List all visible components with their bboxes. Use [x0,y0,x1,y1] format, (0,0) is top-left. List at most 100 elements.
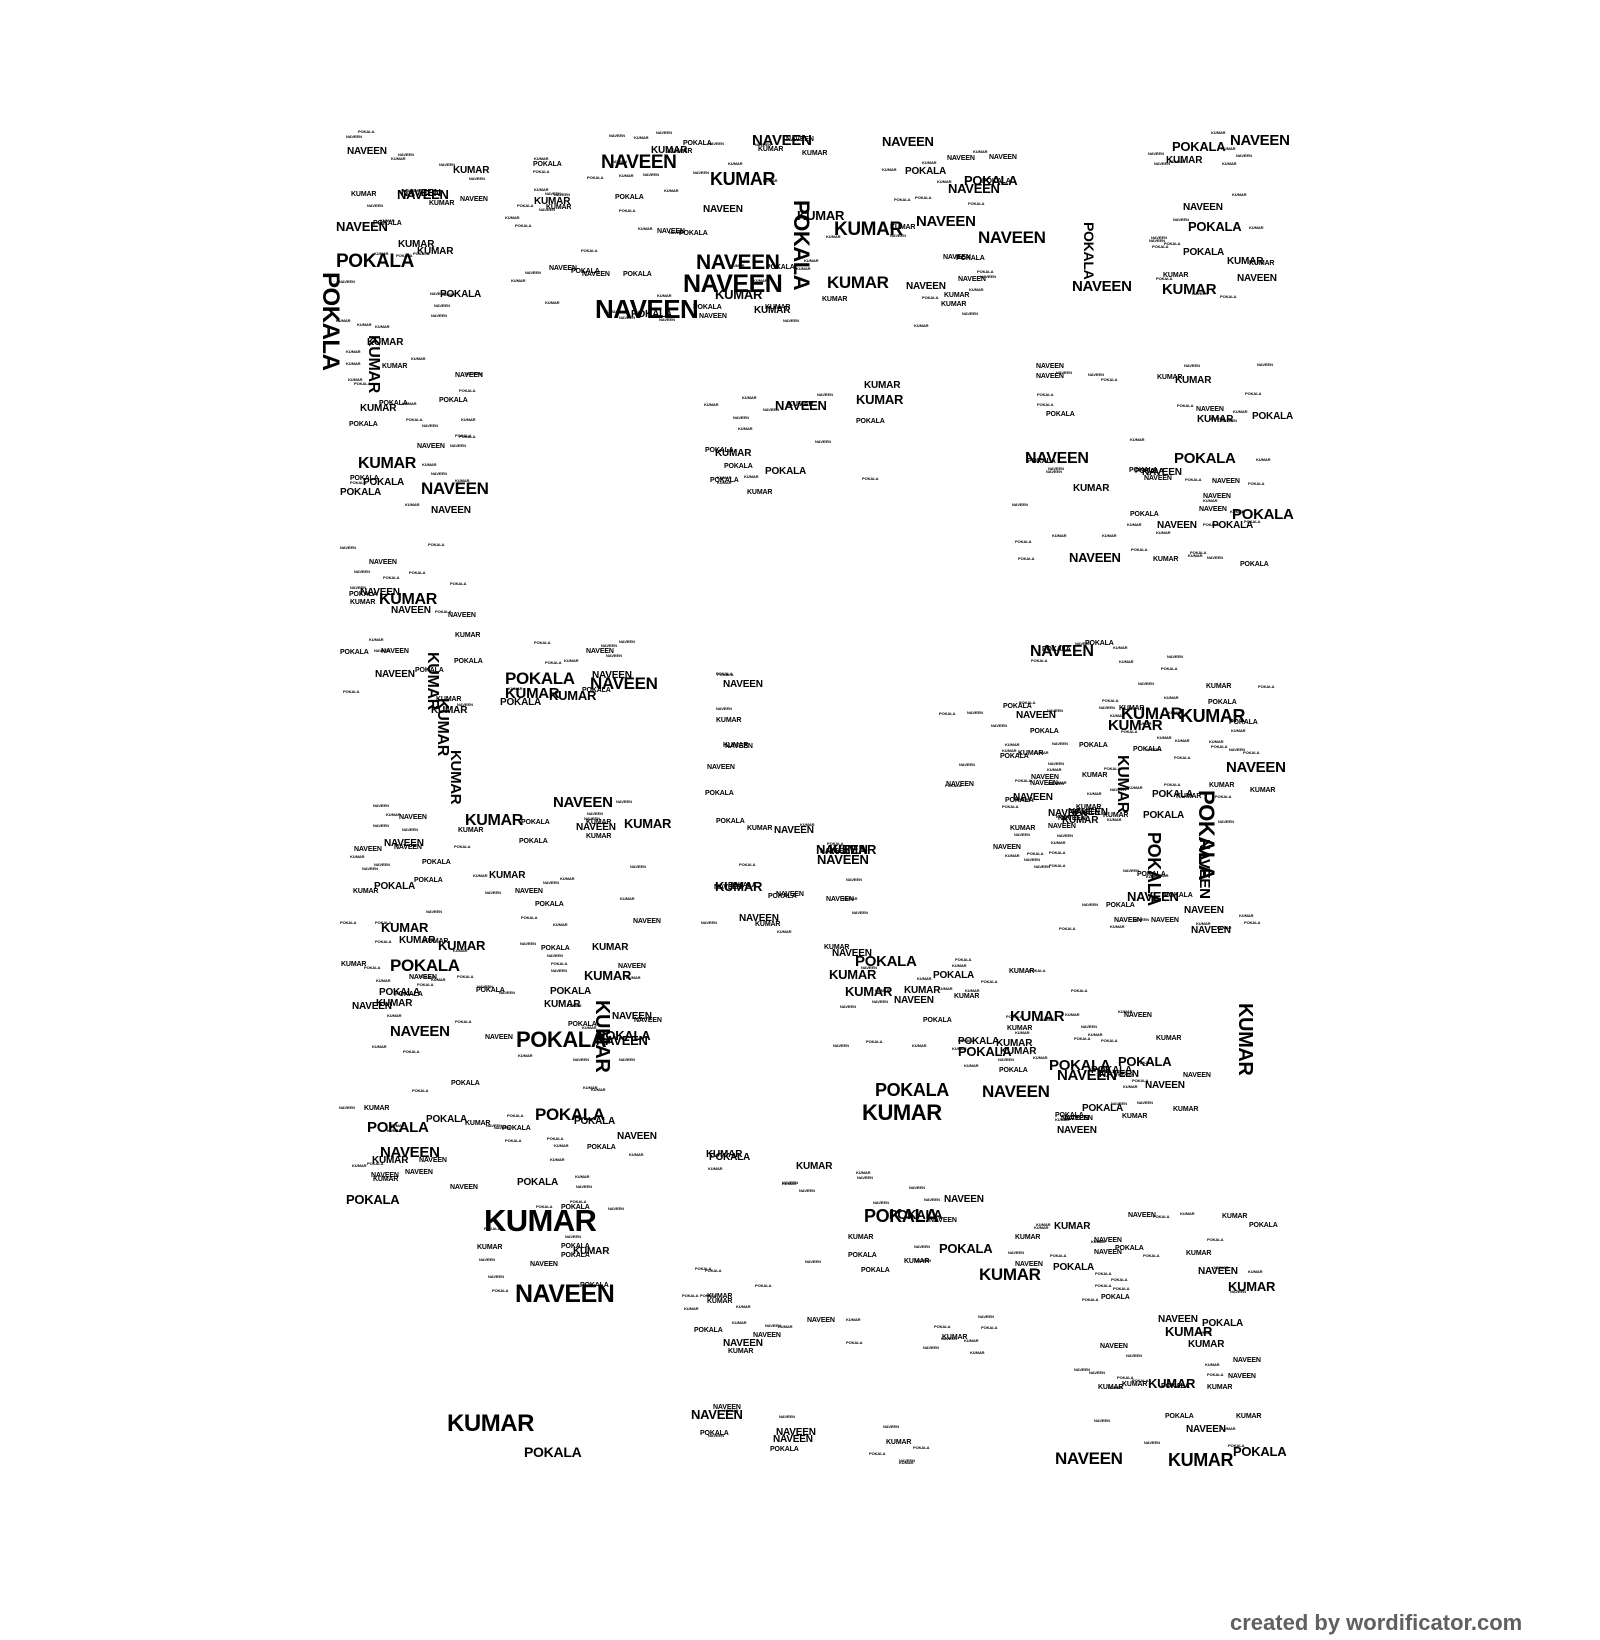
word-kumar: KUMAR [788,401,814,408]
word-pokala: POKALA [939,711,956,716]
word-naveen: NAVEEN [773,1434,813,1445]
word-kumar: KUMAR [399,935,436,946]
word-naveen: NAVEEN [402,827,418,832]
word-naveen: NAVEEN [1052,741,1068,746]
word-kumar: KUMAR [358,455,416,472]
word-naveen: NAVEEN [683,270,783,298]
word-kumar: KUMAR [944,292,970,299]
word-pokala: POKALA [875,1080,949,1100]
word-kumar: KUMAR [346,349,361,354]
word-pokala: POKALA [515,223,532,228]
word-pokala: POKALA [1165,1413,1194,1420]
word-naveen: NAVEEN [596,1033,648,1048]
word-kumar: KUMAR [1087,791,1102,796]
word-pokala: POKALA [534,640,551,645]
word-kumar: KUMAR [717,480,732,485]
word-naveen: NAVEEN [374,648,390,653]
word-pokala: POKALA [889,1207,943,1222]
word-naveen: NAVEEN [1212,478,1240,485]
word-kumar: KUMAR [657,293,672,298]
word-naveen: NAVEEN [1229,747,1245,752]
word-kumar: KUMAR [834,219,903,240]
word-pokala: POKALA [1131,547,1148,552]
word-naveen: NAVEEN [846,877,862,882]
word-pokala: POKALA [1207,1372,1224,1377]
word-kumar: KUMAR [970,1350,985,1355]
word-naveen: NAVEEN [817,392,833,397]
word-naveen: NAVEEN [833,1043,849,1048]
word-pokala: POKALA [1055,1112,1084,1119]
word-kumar: KUMAR [1034,1225,1049,1230]
word-kumar: KUMAR [455,632,481,639]
word-naveen: NAVEEN [515,1280,615,1308]
word-naveen: NAVEEN [890,233,906,238]
word-kumar: KUMAR [357,322,372,327]
word-naveen: NAVEEN [1151,917,1179,924]
word-naveen: NAVEEN [1230,1289,1246,1294]
word-kumar: KUMAR [753,278,768,283]
word-pokala: POKALA [955,957,972,962]
word-naveen: NAVEEN [1094,1249,1122,1256]
word-kumar: KUMAR [899,1460,914,1465]
word-naveen: NAVEEN [339,1105,355,1110]
word-pokala: POKALA [1207,1237,1224,1242]
word-kumar: KUMAR [758,146,784,153]
word-kumar: KUMAR [954,993,980,1000]
word-kumar: KUMAR [575,1174,590,1179]
word-kumar: KUMAR [1036,1222,1051,1227]
word-pokala: POKALA [373,220,402,227]
word-pokala: POKALA [922,295,939,300]
word-kumar: KUMAR [1148,1376,1196,1391]
word-naveen: NAVEEN [381,648,409,655]
word-pokala: POKALA [451,1080,480,1087]
word-kumar: KUMAR [875,988,890,993]
word-naveen: NAVEEN [998,1057,1014,1062]
word-naveen: NAVEEN [1142,467,1182,478]
word-naveen: NAVEEN [1034,864,1050,869]
word-kumar: KUMAR [1186,1250,1212,1257]
word-naveen: NAVEEN [545,191,561,196]
word-naveen: NAVEEN [1173,217,1189,222]
word-naveen: NAVEEN [488,1274,504,1279]
word-pokala: POKALA [981,979,998,984]
word-naveen: NAVEEN [1184,363,1200,368]
word-naveen: NAVEEN [786,136,814,143]
word-naveen: NAVEEN [916,213,976,230]
word-naveen: NAVEEN [1094,1237,1122,1244]
word-pokala: POKALA [426,1114,468,1125]
word-naveen: NAVEEN [962,311,978,316]
word-kumar: KUMAR [1217,925,1232,930]
word-pokala: POKALA [1249,1222,1278,1229]
word-kumar: KUMAR [1005,742,1020,747]
word-pokala: POKALA [864,1206,938,1226]
word-pokala: POKALA [765,466,807,477]
word-pokala: POKALA [631,309,673,320]
word-pokala: POKALA [367,1161,384,1166]
word-kumar: KUMAR [350,854,365,859]
word-pokala: POKALA [1018,556,1035,561]
word-kumar: KUMAR [1232,192,1247,197]
word-kumar: KUMAR [800,822,815,827]
word-pokala: POKALA [1212,520,1254,531]
word-kumar: KUMAR [1222,1213,1248,1220]
word-kumar: KUMAR [375,324,390,329]
word-naveen: NAVEEN [1257,362,1273,367]
word-kumar: KUMAR [380,218,395,223]
word-pokala: POKALA [403,1049,420,1054]
word-pokala: POKALA [1000,753,1029,760]
word-naveen: NAVEEN [909,1185,925,1190]
word-naveen: NAVEEN [373,803,389,808]
word-pokala: POKALA [1161,666,1178,671]
word-kumar: KUMAR [744,474,759,479]
word-naveen: NAVEEN [450,1184,478,1191]
word-kumar: KUMAR [436,696,462,703]
word-naveen: NAVEEN [1058,815,1086,822]
word-pokala: POKALA [934,1324,951,1329]
word-pokala: POKALA [1202,1318,1244,1329]
word-pokala: POKALA [705,447,734,454]
word-kumar: KUMAR [938,986,953,991]
word-pokala: POKALA [340,649,369,656]
word-pokala: POKALA [435,609,452,614]
word-pokala: POKALA [343,689,360,694]
word-naveen: NAVEEN [375,669,415,680]
